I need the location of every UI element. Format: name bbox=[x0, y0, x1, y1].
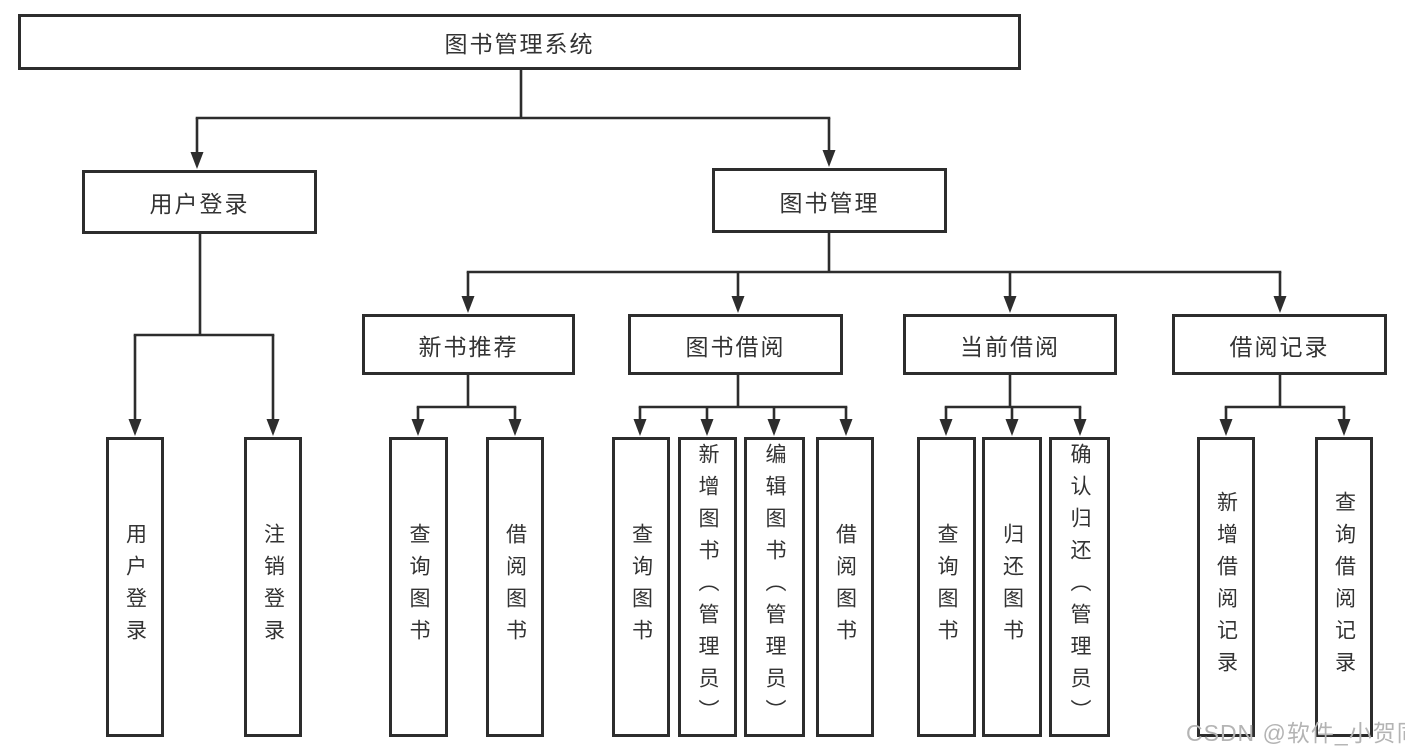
node-user-login: 用户登录 bbox=[82, 170, 317, 234]
node-book-management-label: 图书管理 bbox=[779, 189, 880, 216]
leaf-add-borrow-record-label: 新增借阅记录 bbox=[1214, 491, 1238, 683]
leaf-borrow-book-2: 借阅图书 bbox=[816, 437, 874, 737]
leaf-edit-book-admin-label: 编辑图书（管理员） bbox=[763, 443, 786, 731]
leaf-query-borrow-record: 查询借阅记录 bbox=[1315, 437, 1373, 737]
node-book-borrow-label: 图书借阅 bbox=[685, 333, 786, 360]
leaf-query-borrow-record-label: 查询借阅记录 bbox=[1332, 491, 1356, 683]
node-root-label: 图书管理系统 bbox=[444, 31, 595, 57]
leaf-confirm-return-admin: 确认归还（管理员） bbox=[1049, 437, 1110, 737]
leaf-confirm-return-admin-label: 确认归还（管理员） bbox=[1068, 443, 1091, 731]
node-borrow-records: 借阅记录 bbox=[1172, 314, 1387, 375]
leaf-add-book-admin: 新增图书（管理员） bbox=[678, 437, 737, 737]
leaf-query-book-3-label: 查询图书 bbox=[935, 523, 958, 651]
leaf-user-login: 用户登录 bbox=[106, 437, 164, 737]
leaf-query-book-1-label: 查询图书 bbox=[407, 523, 430, 651]
node-new-book-recommend: 新书推荐 bbox=[362, 314, 575, 375]
leaf-return-book-label: 归还图书 bbox=[1000, 523, 1024, 651]
node-user-login-label: 用户登录 bbox=[149, 191, 250, 217]
leaf-logout: 注销登录 bbox=[244, 437, 302, 737]
leaf-return-book: 归还图书 bbox=[982, 437, 1042, 737]
leaf-query-book-3: 查询图书 bbox=[917, 437, 976, 737]
node-new-book-recommend-label: 新书推荐 bbox=[418, 333, 519, 360]
leaf-borrow-book-1-label: 借阅图书 bbox=[503, 523, 527, 651]
leaf-edit-book-admin: 编辑图书（管理员） bbox=[744, 437, 805, 737]
node-current-borrow: 当前借阅 bbox=[903, 314, 1117, 375]
leaf-add-book-admin-label: 新增图书（管理员） bbox=[696, 443, 719, 731]
node-current-borrow-label: 当前借阅 bbox=[960, 333, 1060, 360]
leaf-query-book-1: 查询图书 bbox=[389, 437, 448, 737]
leaf-logout-label: 注销登录 bbox=[261, 523, 285, 651]
node-book-borrow: 图书借阅 bbox=[628, 314, 843, 375]
watermark: CSDN @软件_小贺同学 bbox=[1186, 720, 1405, 746]
leaf-user-login-label: 用户登录 bbox=[123, 523, 147, 651]
leaf-query-book-2-label: 查询图书 bbox=[629, 523, 653, 651]
node-root: 图书管理系统 bbox=[18, 14, 1021, 70]
node-book-management: 图书管理 bbox=[712, 168, 947, 233]
node-borrow-records-label: 借阅记录 bbox=[1229, 333, 1330, 360]
leaf-borrow-book-1: 借阅图书 bbox=[486, 437, 544, 737]
leaf-borrow-book-2-label: 借阅图书 bbox=[833, 523, 857, 651]
leaf-query-book-2: 查询图书 bbox=[612, 437, 670, 737]
leaf-add-borrow-record: 新增借阅记录 bbox=[1197, 437, 1255, 737]
